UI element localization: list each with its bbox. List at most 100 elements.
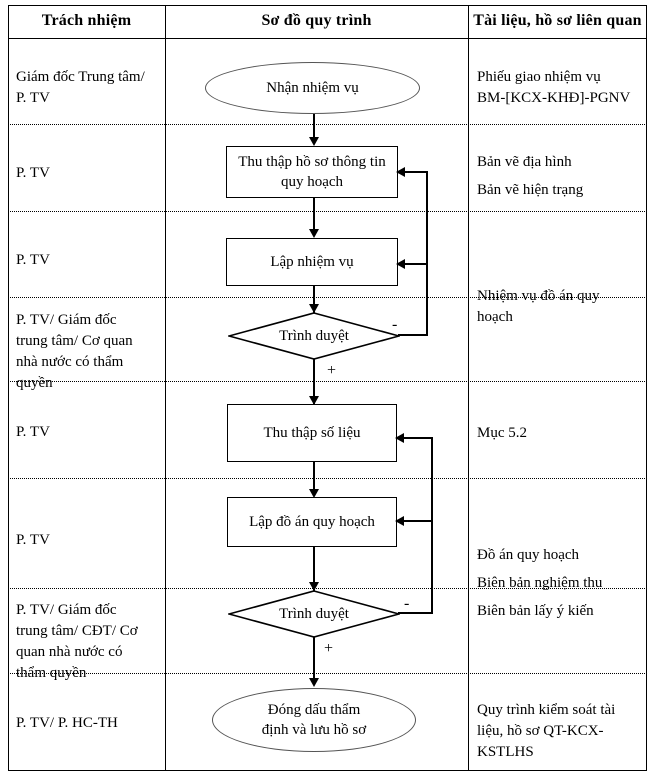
responsibility-4-line-4: quyền — [16, 375, 53, 391]
document-5-line-1: Đồ án quy hoạch — [477, 547, 580, 563]
responsibility-cell-4: P. TV/ Giám đốc trung tâm/ Cơ quan nhà n… — [16, 310, 161, 394]
arrow-into-plan-feedback — [395, 516, 404, 526]
arrow-into-collect2 — [309, 396, 319, 405]
arrow-into-end — [309, 678, 319, 687]
document-cell-3: Nhiệm vụ đồ án quy hoạch — [477, 286, 645, 328]
row-divider-3 — [8, 297, 647, 298]
document-1-line-1: Phiếu giao nhiệm vụ — [477, 69, 601, 85]
flow-node-end-line-1: Đóng dấu thẩm — [267, 702, 361, 718]
responsibility-7-line-1: P. TV/ Giám đốc — [16, 602, 117, 618]
row-divider-2 — [8, 211, 647, 212]
header-responsibility: Trách nhiệm — [41, 12, 132, 29]
document-5-line-2: Biên bản nghiệm thu — [477, 575, 603, 591]
connector-approve1-no-v — [426, 171, 428, 335]
connector-start-to-collect1 — [313, 114, 315, 140]
flow-node-start: Nhận nhiệm vụ — [205, 62, 420, 114]
connector-collect1-to-task — [313, 198, 315, 232]
document-cell-6: Quy trình kiểm soát tài liệu, hồ sơ QT-K… — [477, 700, 645, 763]
header-related-documents: Tài liệu, hồ sơ liên quan — [473, 12, 642, 29]
responsibility-7-line-3: quan nhà nước có — [16, 644, 123, 660]
connector-approve2-yes — [313, 637, 315, 685]
arrow-into-plan — [309, 489, 319, 498]
flow-node-collect1-line-2: quy hoạch — [280, 174, 344, 190]
document-cell-4: Mục 5.2 — [477, 423, 645, 444]
flow-node-collect1: Thu thập hồ sơ thông tin quy hoạch — [226, 146, 398, 198]
flow-node-end-line-2: định và lưu hồ sơ — [261, 722, 367, 738]
arrow-into-task — [309, 229, 319, 238]
document-5-line-3: Biên bản lấy ý kiến — [477, 603, 594, 619]
arrow-into-approve2 — [309, 582, 319, 591]
document-6-line-3: KSTLHS — [477, 744, 534, 760]
row-divider-7 — [8, 673, 647, 674]
document-2-line-1: Bản vẽ địa hình — [477, 154, 572, 170]
document-1-line-2: BM-[KCX-KHĐ]-PGNV — [477, 90, 631, 106]
document-cell-2: Bản vẽ địa hình Bản vẽ hiện trạng — [477, 152, 645, 201]
connector-collect2-to-plan — [313, 462, 315, 495]
flow-node-task-label: Lập nhiệm vụ — [270, 254, 354, 270]
responsibility-cell-7: P. TV/ Giám đốc trung tâm/ CĐT/ Cơ quan … — [16, 600, 161, 684]
document-2-spacer — [477, 173, 645, 180]
connector-plan-to-approve2 — [313, 547, 315, 591]
document-3-line-2: hoạch — [477, 309, 513, 325]
arrow-into-task-feedback — [396, 259, 405, 269]
edge-label-approve1-yes: + — [327, 362, 337, 379]
row-divider-5 — [8, 478, 647, 479]
edge-label-approve1-no: - — [392, 316, 398, 333]
document-cell-1: Phiếu giao nhiệm vụ BM-[KCX-KHĐ]-PGNV — [477, 67, 645, 109]
responsibility-2-line-1: P. TV — [16, 165, 50, 181]
flow-node-collect1-line-1: Thu thập hồ sơ thông tin — [238, 154, 386, 170]
flow-node-task: Lập nhiệm vụ — [226, 238, 398, 286]
document-2-line-2: Bản vẽ hiện trạng — [477, 182, 584, 198]
diamond-shape-1 — [228, 312, 400, 360]
document-5-spacer-2 — [477, 594, 645, 601]
edge-label-approve2-yes: + — [324, 640, 334, 657]
connector-feedback-to-task — [403, 263, 428, 265]
flow-node-end-label: Đóng dấu thẩm định và lưu hồ sơ — [262, 700, 366, 740]
flow-node-approve2: Trình duyệt — [228, 590, 400, 638]
flow-node-collect1-label: Thu thập hồ sơ thông tin quy hoạch — [238, 152, 386, 192]
connector-approve1-no-h — [398, 334, 428, 336]
responsibility-4-line-3: nhà nước có thẩm — [16, 354, 124, 370]
flow-node-approve1: Trình duyệt — [228, 312, 400, 360]
responsibility-4-line-2: trung tâm/ Cơ quan — [16, 333, 133, 349]
arrow-into-collect1 — [309, 137, 319, 146]
document-cell-5: Đồ án quy hoạch Biên bản nghiệm thu Biên… — [477, 545, 645, 622]
responsibility-1-line-2: P. TV — [16, 90, 50, 106]
responsibility-4-line-1: P. TV/ Giám đốc — [16, 312, 117, 328]
responsibility-1-line-1: Giám đốc Trung tâm/ — [16, 69, 145, 85]
responsibility-6-line-1: P. TV — [16, 532, 50, 548]
responsibility-cell-2: P. TV — [16, 163, 161, 184]
responsibility-7-line-4: thẩm quyền — [16, 665, 87, 681]
responsibility-cell-6: P. TV — [16, 530, 161, 551]
row-divider-1 — [8, 124, 647, 125]
connector-feedback-to-collect2 — [403, 437, 433, 439]
responsibility-cell-8: P. TV/ P. HC-TH — [16, 713, 161, 734]
row-divider-4 — [8, 381, 647, 382]
flow-node-plan: Lập đồ án quy hoạch — [227, 497, 397, 547]
header-bottom-rule — [8, 38, 647, 39]
document-4-line-1: Mục 5.2 — [477, 425, 527, 441]
arrow-into-approve1 — [309, 304, 319, 313]
responsibility-cell-5: P. TV — [16, 422, 161, 443]
flow-node-collect2: Thu thập số liệu — [227, 404, 397, 462]
connector-approve2-no-v — [431, 437, 433, 613]
connector-task-to-approve1 — [313, 286, 315, 313]
responsibility-cell-3: P. TV — [16, 250, 161, 271]
connector-feedback-to-plan — [403, 520, 433, 522]
arrow-into-collect2-feedback — [395, 433, 404, 443]
responsibility-3-line-1: P. TV — [16, 252, 50, 268]
document-5-spacer-1 — [477, 566, 645, 573]
responsibility-8-line-1: P. TV/ P. HC-TH — [16, 715, 118, 731]
flow-node-plan-label: Lập đồ án quy hoạch — [249, 514, 375, 530]
table-border — [8, 5, 647, 771]
document-6-line-2: liệu, hồ sơ QT-KCX- — [477, 723, 604, 739]
responsibility-5-line-1: P. TV — [16, 424, 50, 440]
document-6-line-1: Quy trình kiểm soát tài — [477, 702, 616, 718]
responsibility-cell-1: Giám đốc Trung tâm/ P. TV — [16, 67, 161, 109]
row-divider-6 — [8, 588, 647, 589]
diamond-shape-2 — [228, 590, 400, 638]
flow-node-collect2-label: Thu thập số liệu — [263, 425, 361, 441]
edge-label-approve2-no: - — [404, 595, 410, 612]
header-process-diagram: Sơ đồ quy trình — [261, 12, 372, 29]
